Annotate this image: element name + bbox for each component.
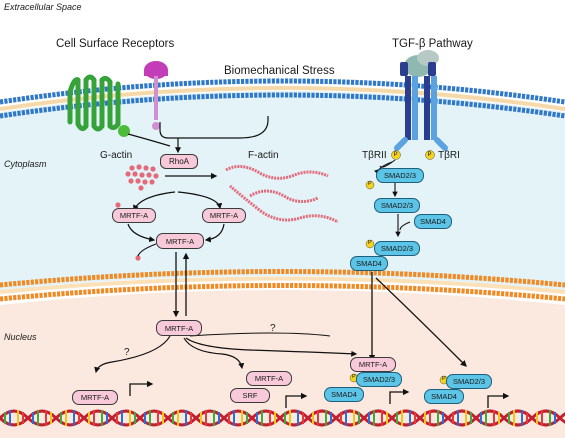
stress-merge-line xyxy=(159,116,269,139)
g-actin-release-line xyxy=(137,243,157,257)
mrtf-merge-arrow-left xyxy=(127,223,156,243)
mrtf-release-arrow-right xyxy=(177,191,223,210)
tgfb-receptor-icon xyxy=(394,50,448,151)
nuclear-membrane xyxy=(0,269,565,302)
question-mark-smad: ? xyxy=(270,323,276,334)
g-actin-label: G-actin xyxy=(100,150,133,161)
tbri-label: TβRI xyxy=(438,150,460,161)
mrtf-to-smad-arrow xyxy=(185,337,358,357)
dna-helix-icon xyxy=(0,409,565,427)
tgfb-heading: TGF-β Pathway xyxy=(392,38,473,50)
receptor-phospho-line xyxy=(379,159,396,168)
smad23-complex-node: SMAD2/3 xyxy=(374,241,420,256)
nucleus-label: Nucleus xyxy=(4,332,37,342)
mrtf-a-node-smad: MRTF-A xyxy=(350,357,396,372)
mrtf-to-srf-arrow xyxy=(183,337,245,370)
srf-node: SRF xyxy=(230,388,270,403)
smad23-phospho-node: SMAD2/3 xyxy=(374,198,420,213)
rhoa-node: RhoA xyxy=(160,154,198,169)
smad23-nuclear-node-left: SMAD2/3 xyxy=(356,372,402,387)
smad4-nuclear-node-left: SMAD4 xyxy=(324,387,364,402)
mrtf-a-node-left: MRTF-A xyxy=(112,208,156,223)
smad4-complex-node: SMAD4 xyxy=(350,256,388,271)
phosphate-icons xyxy=(349,150,449,385)
cytoplasm-label: Cytoplasm xyxy=(4,159,47,169)
phospho-label-smad: P xyxy=(368,181,372,187)
mrtf-a-node-free: MRTF-A xyxy=(156,233,204,249)
smad4-node: SMAD4 xyxy=(414,214,452,229)
gpcr-receptor-icon xyxy=(67,74,121,132)
stress-heading: Biomechanical Stress xyxy=(224,65,335,77)
phospho-label-tbrii: P xyxy=(393,151,398,158)
g-actin-released-icon xyxy=(135,255,141,261)
mrtf-to-gene-arrow xyxy=(94,335,171,374)
g-protein-icon xyxy=(118,125,130,137)
f-actin-filaments-icon xyxy=(225,165,339,224)
smad23-node: SMAD2/3 xyxy=(376,168,424,183)
phospho-label-nuclear-right: P xyxy=(442,376,446,382)
mrtf-smad-question-line xyxy=(189,332,331,337)
mrtf-a-node-srf: MRTF-A xyxy=(246,371,292,386)
phospho-label-tbri: P xyxy=(427,151,432,158)
question-mark-gene: ? xyxy=(124,347,130,358)
gpcr-to-rhoa-line xyxy=(127,133,171,147)
cytoplasm-region xyxy=(0,91,565,290)
mrtf-a-node-right: MRTF-A xyxy=(202,208,246,223)
smad4-join-line xyxy=(399,221,411,231)
smad-import-arrow-right xyxy=(375,277,467,367)
smad4-nuclear-node-right: SMAD4 xyxy=(424,389,464,404)
nucleus-region xyxy=(0,290,565,438)
g-actin-monomers-icon xyxy=(125,164,159,191)
mrtf-a-node-nuclear: MRTF-A xyxy=(156,320,202,336)
phospho-label-complex: P xyxy=(368,240,372,246)
smad23-nuclear-node-right: SMAD2/3 xyxy=(446,374,492,389)
f-actin-label: F-actin xyxy=(248,150,279,161)
transcription-arrows xyxy=(129,380,510,408)
mrtf-release-arrow-left xyxy=(133,191,176,212)
tbrii-label: TβRII xyxy=(362,150,387,161)
extracellular-label: Extracellular Space xyxy=(4,2,82,12)
mrtf-merge-arrow-right xyxy=(204,223,225,243)
receptors-heading: Cell Surface Receptors xyxy=(56,38,175,50)
g-actin-bound-icon xyxy=(115,202,121,208)
phospho-label-nuclear-left: P xyxy=(352,374,356,380)
mrtf-a-node-gene: MRTF-A xyxy=(72,390,118,405)
mechanoreceptor-icon xyxy=(144,61,168,130)
